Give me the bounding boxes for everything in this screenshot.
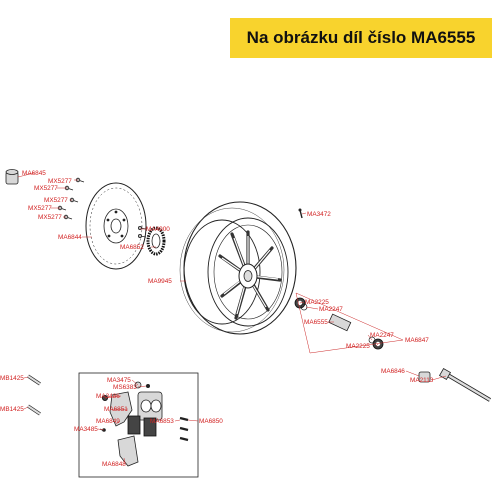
part-labels: MA6845 MX5277 MX5277 MX5277 MX5277 MX527… <box>0 170 434 468</box>
label-ma2225-2: MA2225 <box>346 343 370 350</box>
brake-disc-drawing <box>85 182 147 270</box>
label-ma9945: MA9945 <box>148 278 172 285</box>
bushing-ma6845-drawing <box>5 169 19 185</box>
label-mx5277-5: MX5277 <box>38 214 62 221</box>
label-mb1425-1: MB1425 <box>0 375 24 382</box>
caliper-group-box <box>78 372 199 478</box>
screw-drawings <box>57 177 85 220</box>
label-ma2113: MA2113 <box>410 377 434 384</box>
label-ma4900: MA4900 <box>146 226 170 233</box>
part-number-banner: Na obrázku díl číslo MA6555 <box>230 18 492 58</box>
bearings-drawing <box>294 297 384 350</box>
spacer-ma6555-drawing <box>328 313 352 332</box>
label-ma2225-1: MA2225 <box>305 299 329 306</box>
axle-drawing <box>438 367 492 402</box>
label-mx5277-4: MX5277 <box>28 205 52 212</box>
wheel-drawing <box>179 201 297 335</box>
label-ma6850: MA6850 <box>199 418 223 425</box>
valve-drawing <box>298 208 303 219</box>
banner-title: Na obrázku díl číslo MA6555 <box>246 28 476 47</box>
speedo-ring-drawing <box>146 226 166 256</box>
leader-lines <box>17 172 447 465</box>
label-mb1425-2: MB1425 <box>0 406 24 413</box>
label-ma6851: MA6851 <box>104 406 128 413</box>
label-ma6845: MA6845 <box>22 170 46 177</box>
label-ma3485: MA3485 <box>74 426 98 433</box>
label-mx5277-1: MX5277 <box>48 178 72 185</box>
label-ma2247-1: MA2247 <box>319 306 343 313</box>
label-ma6844: MA6844 <box>58 234 82 241</box>
label-ma6555: MA6555 <box>304 319 328 326</box>
label-ma3472: MA3472 <box>307 211 331 218</box>
label-ma6848: MA6848 <box>102 461 126 468</box>
label-ma3486: MA3486 <box>96 393 120 400</box>
label-ma2247-2: MA2247 <box>370 332 394 339</box>
label-ms6383: MS6383 <box>113 384 137 391</box>
label-ma6853: MA6853 <box>150 418 174 425</box>
label-mx5277-3: MX5277 <box>44 197 68 204</box>
pins-drawing <box>27 374 41 416</box>
caliper-drawing <box>99 381 189 467</box>
label-ma6849: MA6849 <box>96 418 120 425</box>
collar-drawing <box>418 371 431 383</box>
label-ma6852: MA6852 <box>120 244 144 251</box>
label-ma3475: MA3475 <box>107 377 131 384</box>
label-mx5277-2: MX5277 <box>34 185 58 192</box>
label-ma6847: MA6847 <box>405 337 429 344</box>
label-ma6846: MA6846 <box>381 368 405 375</box>
